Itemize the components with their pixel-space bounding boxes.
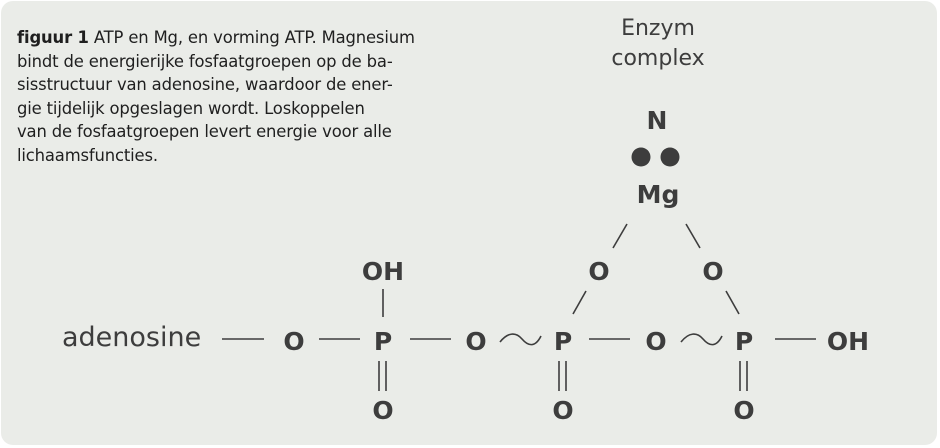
caption-lead: figuur 1 (17, 28, 89, 47)
caption-line-3: sisstructuur van adenosine, waardoor de … (17, 75, 393, 95)
caption-line-6: lichaamsfuncties. (17, 145, 158, 165)
nitrogen-atom: N (647, 106, 668, 135)
enzyme-label-line-2: complex (611, 46, 704, 71)
electron-pair-dot-right (660, 147, 680, 167)
terminal-hydroxyl: OH (827, 327, 869, 356)
chain-oxygen-1: O (283, 327, 304, 356)
hydroxyl-top: OH (362, 257, 404, 286)
phosphorus-1: P (374, 327, 392, 356)
electron-pair-dot-left (631, 147, 651, 167)
chain-oxygen-2: O (465, 327, 486, 356)
enzyme-label-line-1: Enzym (621, 16, 695, 41)
double-bond-oxygen-3: O (733, 396, 754, 425)
bond-o-p3 (725, 290, 740, 315)
phosphorus-2: P (554, 327, 572, 356)
double-bond-oxygen-2: O (552, 396, 573, 425)
bond-mg-o-left (612, 223, 628, 249)
double-bond-oxygen-1: O (372, 396, 393, 425)
figure-caption: figuur 1 ATP en Mg, en vorming ATP. Magn… (17, 26, 477, 168)
caption-line-4: gie tijdelijk opgeslagen wordt. Loskoppe… (17, 98, 365, 118)
caption-line-2: bindt de energierijke fosfaatgroepen op … (17, 51, 393, 71)
bridge-oxygen-1: O (588, 257, 609, 286)
caption-line-5: van de fosfaatgroepen levert energie voo… (17, 122, 392, 142)
caption-line-1: ATP en Mg, en vorming ATP. Magnesium (93, 28, 415, 47)
chain-oxygen-3: O (645, 327, 666, 356)
adenosine-label: adenosine (62, 322, 201, 353)
bridge-oxygen-2: O (702, 257, 723, 286)
high-energy-bond-2 (680, 333, 723, 346)
high-energy-bond-1 (499, 333, 542, 346)
bond-mg-o-right (685, 223, 701, 249)
phosphorus-3: P (735, 327, 753, 356)
magnesium-atom: Mg (637, 180, 680, 209)
bond-o-p2 (572, 290, 587, 315)
